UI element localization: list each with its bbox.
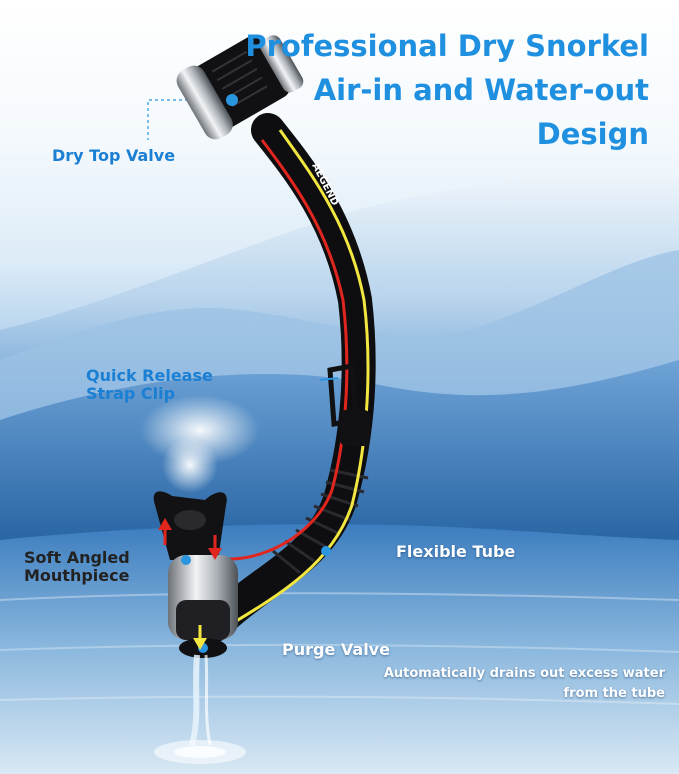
mouthpiece <box>153 491 227 560</box>
flexible-tube-label: Flexible Tube <box>396 542 516 561</box>
mouthpiece-label-line-2: Mouthpiece <box>24 566 130 585</box>
dry-top-valve <box>176 34 304 140</box>
headline-line-1: Professional Dry Snorkel <box>245 29 649 63</box>
dry-top-callout-line <box>147 99 230 140</box>
strap-marker <box>319 377 339 381</box>
air-flow-line <box>184 139 349 561</box>
dry-top-valve-label: Dry Top Valve <box>52 146 176 165</box>
headline-line-3: Design <box>536 117 649 151</box>
water-stream <box>189 654 200 746</box>
purge-description-line-2: from the tube <box>563 686 665 701</box>
headline: Professional Dry Snorkel Air-in and Wate… <box>209 24 649 156</box>
purge-housing <box>168 555 238 658</box>
headline-line-2: Air-in and Water-out <box>313 73 649 107</box>
mouth-marker <box>181 555 191 565</box>
purge-valve-label: Purge Valve <box>282 640 390 659</box>
quick-release-label-line-2: Strap Clip <box>86 384 176 403</box>
dry-top-marker <box>226 94 238 106</box>
purge-description-line-1: Automatically drains out excess water <box>383 666 665 681</box>
flex-marker <box>321 546 331 556</box>
mouthpiece-label-line-1: Soft Angled <box>24 548 130 567</box>
water-flow-line <box>204 129 370 642</box>
quick-release-label-line-1: Quick Release <box>86 366 213 385</box>
strap-clip <box>327 363 370 446</box>
